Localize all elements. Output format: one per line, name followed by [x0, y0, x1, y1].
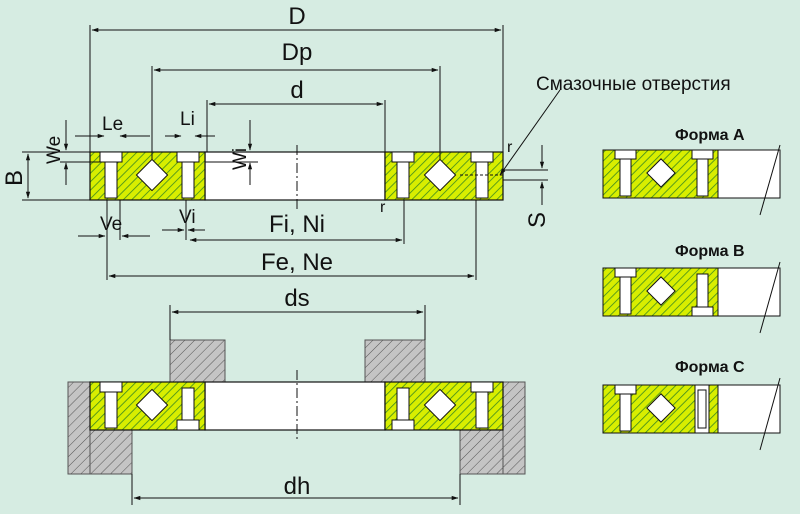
top-section: D Dp d Le Li We Wi B [1, 3, 731, 280]
label-Le: Le [102, 114, 123, 135]
label-lube-holes: Смазочные отверстия [536, 74, 731, 95]
label-d: d [290, 77, 303, 104]
form-c: Форма C [602, 359, 781, 451]
label-Li: Li [180, 109, 195, 130]
label-Dp: Dp [282, 39, 313, 66]
form-c-title: Форма C [675, 359, 745, 376]
label-ds: ds [284, 285, 309, 312]
label-r-top: r [507, 139, 513, 156]
form-b: Форма B [602, 243, 781, 334]
label-Vi: Vi [179, 207, 196, 228]
label-We: We [44, 136, 65, 164]
bottom-section: ds dh [67, 285, 526, 505]
left-ring-section [89, 151, 206, 201]
label-r-bottom: r [380, 199, 386, 216]
label-S: S [524, 212, 551, 228]
form-a-title: Форма A [675, 127, 745, 144]
label-B: B [1, 170, 28, 186]
label-FeNe: Fe, Ne [261, 249, 333, 276]
label-dh: dh [284, 473, 311, 500]
label-FiNi: Fi, Ni [269, 211, 325, 238]
label-D: D [288, 3, 305, 30]
form-a: Форма A [602, 127, 781, 216]
right-ring-section [384, 151, 504, 201]
label-Wi: Wi [230, 148, 251, 170]
form-b-title: Форма B [675, 243, 745, 260]
label-Ve: Ve [100, 214, 122, 235]
